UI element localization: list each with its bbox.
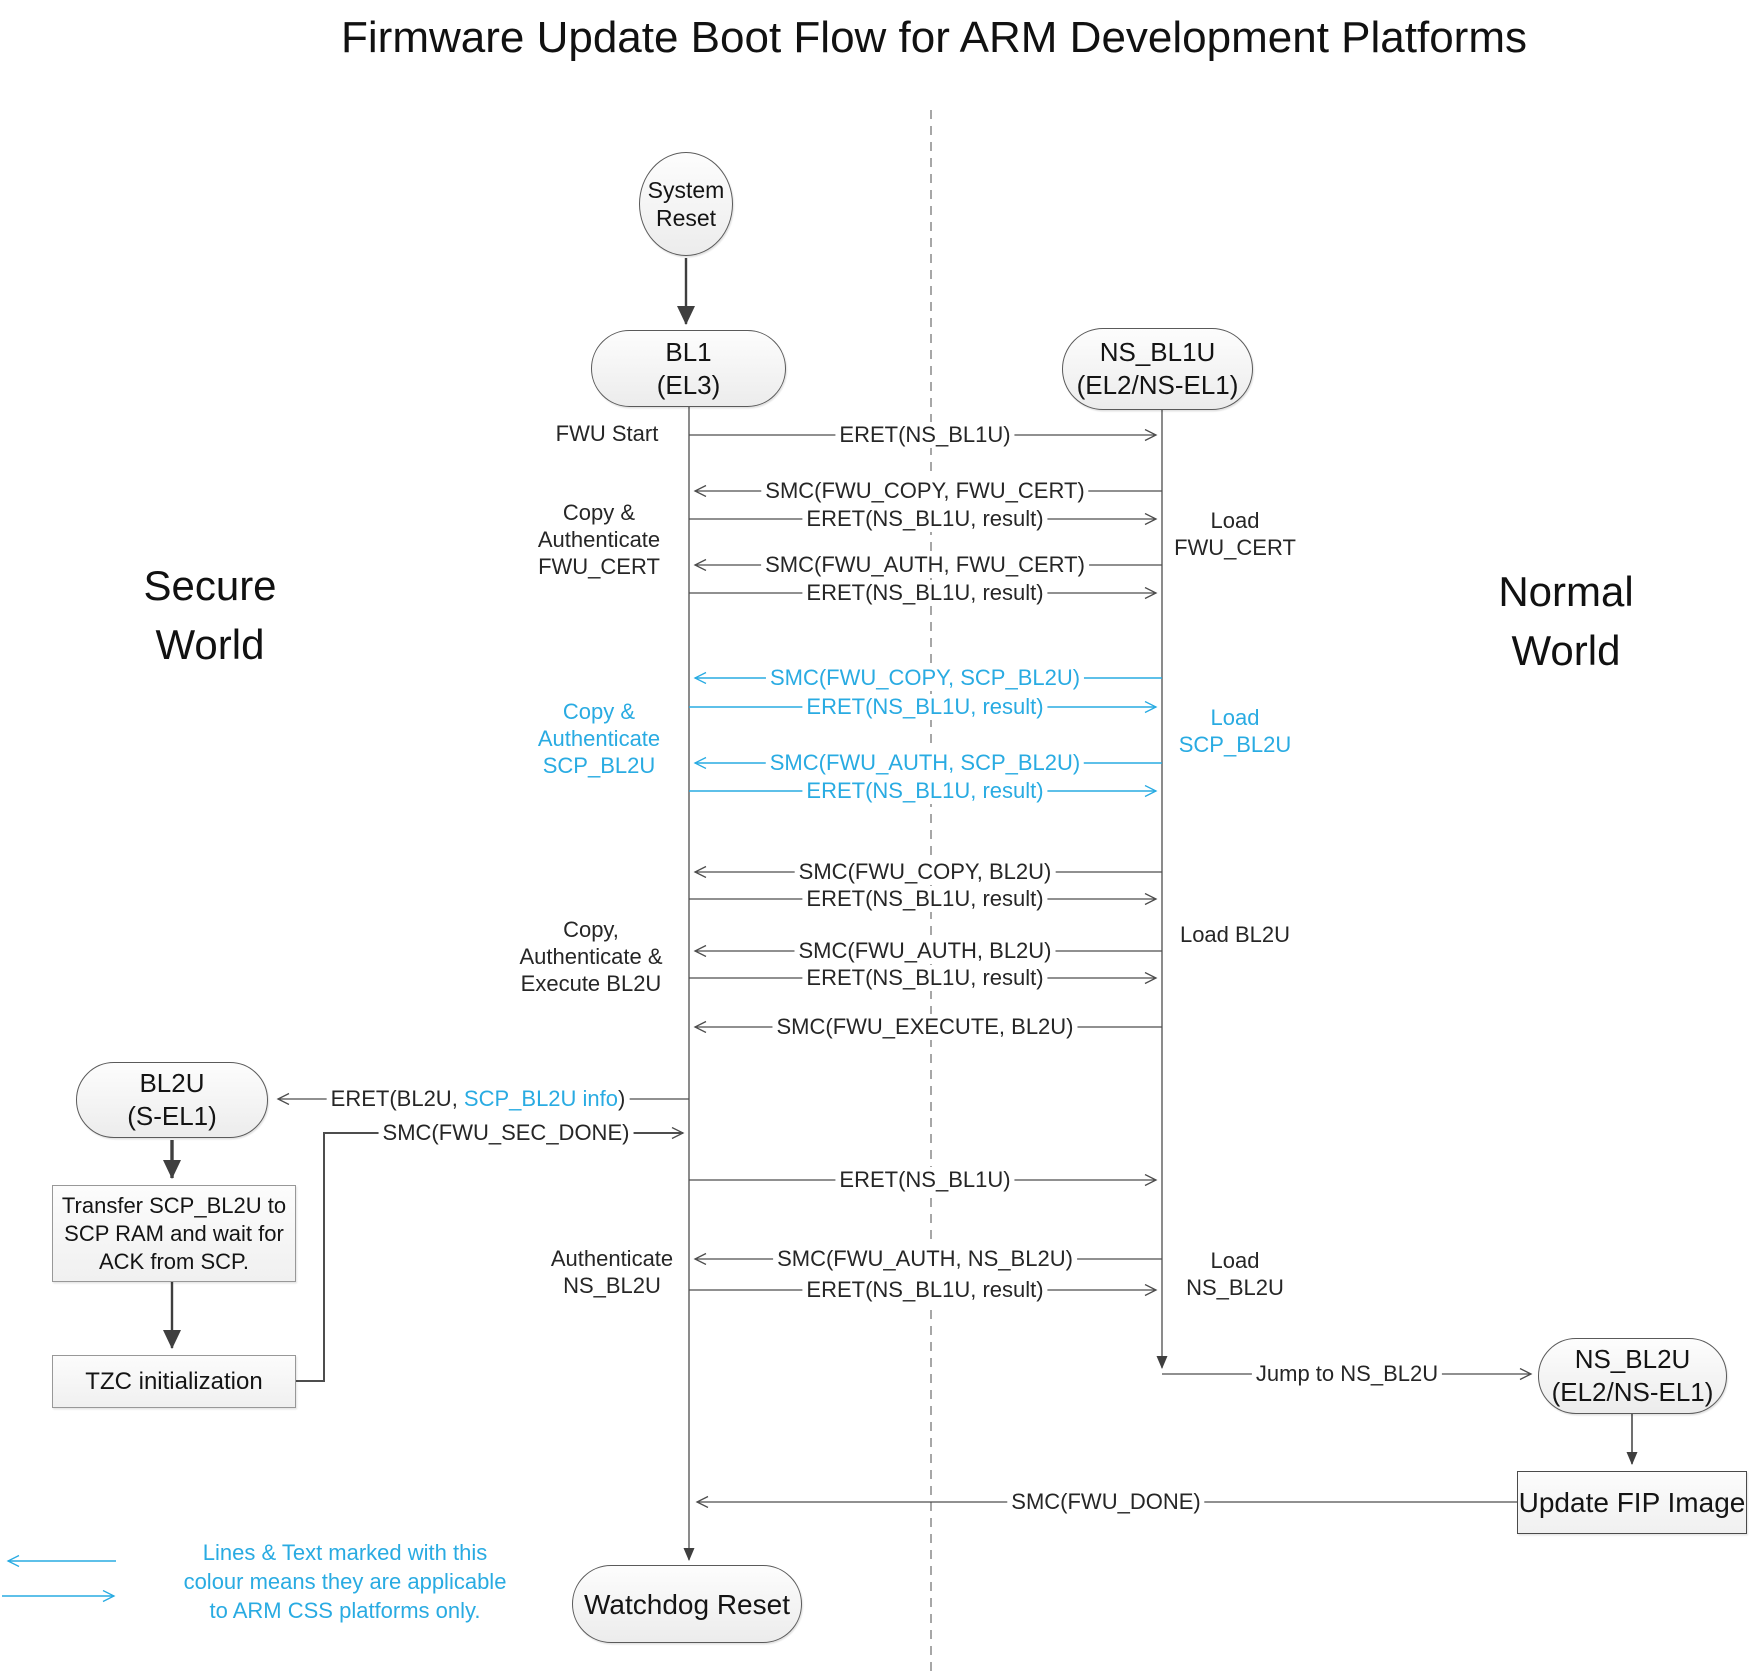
msg-label-eret-result-2: ERET(NS_BL1U, result) [802,580,1048,606]
system-reset-node: System Reset [639,152,733,256]
stage-copy-auth-exec-bl2u: Copy, Authenticate & Execute BL2U [519,917,663,996]
ns-bl1u-node: NS_BL1U (EL2/NS-EL1) [1062,328,1253,410]
msg-label-smc-fwu-auth-fwu-cert: SMC(FWU_AUTH, FWU_CERT) [761,552,1089,578]
msg-label-eret-result-scp-2: ERET(NS_BL1U, result) [802,778,1048,804]
msg-label-jump-to-ns-bl2u: Jump to NS_BL2U [1251,1361,1443,1387]
normal-world-label: Normal World [1498,568,1634,674]
stage-copy-auth-fwu-cert: Copy & Authenticate FWU_CERT [537,500,661,579]
msg-label-smc-fwu-auth-bl2u: SMC(FWU_AUTH, BL2U) [794,938,1056,964]
bl1-node: BL1 (EL3) [591,330,786,407]
bl2u-node: BL2U (S-EL1) [76,1062,268,1138]
stage-auth-ns-bl2u: Authenticate NS_BL2U [550,1246,674,1298]
label-load-ns-bl2u: Load NS_BL2U [1186,1248,1284,1300]
tzc-initialization-box: TZC initialization [52,1355,296,1408]
legend-note: Lines & Text marked with this colour mea… [183,1540,507,1623]
ns-bl2u-node: NS_BL2U (EL2/NS-EL1) [1538,1338,1727,1414]
diagram-title: Firmware Update Boot Flow for ARM Develo… [341,13,1527,62]
msg-label-eret-result-3: ERET(NS_BL1U, result) [802,886,1048,912]
msg-label-smc-fwu-sec-done: SMC(FWU_SEC_DONE) [378,1120,634,1146]
msg-label-smc-fwu-auth-scp-bl2u: SMC(FWU_AUTH, SCP_BL2U) [765,750,1085,776]
msg-label-eret-result-4: ERET(NS_BL1U, result) [802,965,1048,991]
transfer-scp-bl2u-box: Transfer SCP_BL2U to SCP RAM and wait fo… [52,1185,296,1282]
label-load-scp-bl2u: Load SCP_BL2U [1178,705,1292,757]
label-load-bl2u: Load BL2U [1179,922,1291,947]
update-fip-image-box: Update FIP Image [1517,1471,1747,1534]
msg-label-eret-ns-bl1u-1: ERET(NS_BL1U) [835,422,1015,448]
msg-label-smc-fwu-copy-bl2u: SMC(FWU_COPY, BL2U) [794,859,1056,885]
msg-label-eret-result-1: ERET(NS_BL1U, result) [802,506,1048,532]
secure-world-label: Secure World [143,562,277,668]
stage-fwu-start: FWU Start [555,421,659,446]
msg-label-smc-fwu-done: SMC(FWU_DONE) [1007,1489,1205,1515]
msg-label-eret-ns-bl1u-2: ERET(NS_BL1U) [835,1167,1015,1193]
stage-copy-auth-scp-bl2u: Copy & Authenticate SCP_BL2U [537,699,661,778]
msg-label-smc-fwu-copy-scp-bl2u: SMC(FWU_COPY, SCP_BL2U) [765,665,1085,691]
msg-label-eret-result-5: ERET(NS_BL1U, result) [802,1277,1048,1303]
msg-label-smc-fwu-execute-bl2u: SMC(FWU_EXECUTE, BL2U) [772,1014,1078,1040]
msg-label-smc-fwu-auth-ns-bl2u: SMC(FWU_AUTH, NS_BL2U) [773,1246,1077,1272]
label-load-fwu-cert: Load FWU_CERT [1174,508,1296,560]
msg-label-smc-fwu-copy-fwu-cert: SMC(FWU_COPY, FWU_CERT) [761,478,1089,504]
msg-label-eret-bl2u-scp-info: ERET(BL2U, SCP_BL2U info) [326,1086,630,1112]
watchdog-reset-node: Watchdog Reset [572,1565,802,1643]
msg-label-eret-result-scp-1: ERET(NS_BL1U, result) [802,694,1048,720]
